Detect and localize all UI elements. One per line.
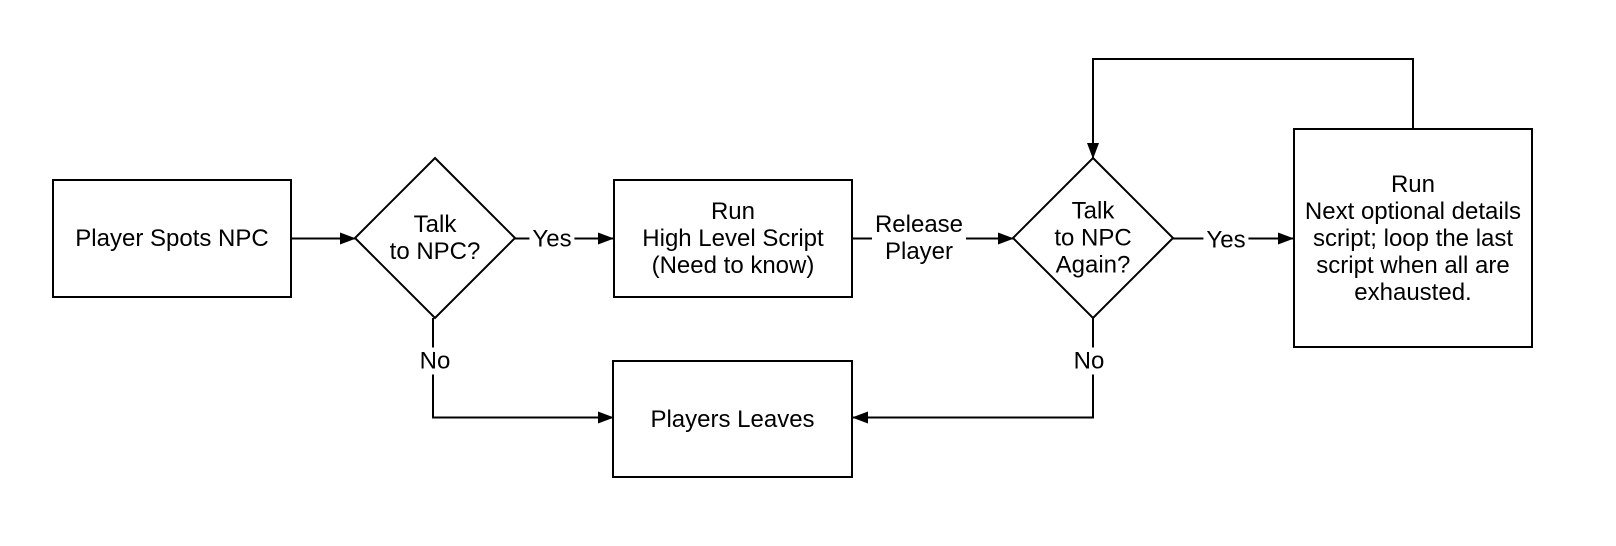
edge-label-release-player: Release Player <box>871 211 967 265</box>
edge-again-no-to-leaves <box>852 318 1094 424</box>
node-talk-to-npc-label: Talk to NPC? <box>389 211 481 265</box>
node-talk-to-npc-again-label: Talk to NPC Again? <box>1054 197 1132 279</box>
edge-optional-loop-back <box>1087 58 1414 159</box>
node-run-next-optional-details-label: Run Next optional details script; loop t… <box>1304 170 1522 306</box>
node-player-spots-npc: Player Spots NPC <box>52 179 292 298</box>
decision-talk-to-npc-shape <box>353 156 517 320</box>
node-run-high-level-script: Run High Level Script (Need to know) <box>613 179 853 298</box>
node-run-next-optional-details: Run Next optional details script; loop t… <box>1293 128 1533 348</box>
node-run-high-level-script-label: Run High Level Script (Need to know) <box>642 198 824 279</box>
edge-label-no-2: No <box>1070 347 1108 375</box>
node-players-leaves-label: Players Leaves <box>650 405 815 433</box>
edge-talk-no-to-leaves <box>432 318 614 424</box>
node-players-leaves: Players Leaves <box>612 360 853 478</box>
edge-label-no-1: No <box>416 347 454 375</box>
edge-label-yes-2: Yes <box>1203 226 1249 254</box>
node-player-spots-npc-label: Player Spots NPC <box>75 225 269 252</box>
edge-label-yes-1: Yes <box>529 225 575 253</box>
